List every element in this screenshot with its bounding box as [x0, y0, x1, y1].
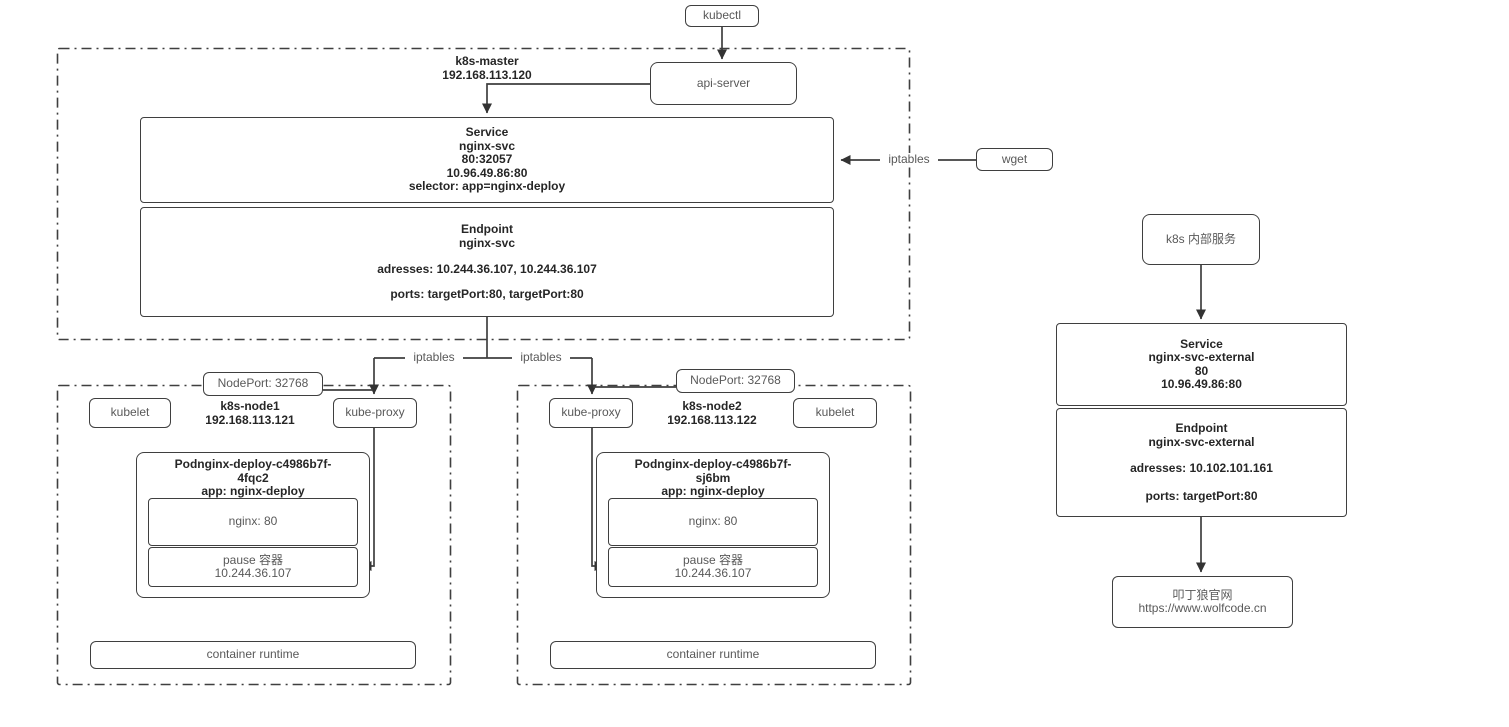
endpoint-title: Endpoint: [461, 222, 513, 236]
node2-name: k8s-node2: [682, 399, 742, 413]
endpoint-addresses: adresses: 10.244.36.107, 10.244.36.107: [377, 262, 597, 276]
endpoint-name: nginx-svc: [458, 235, 515, 250]
external-endpoint-name: nginx-svc-external: [1148, 434, 1255, 449]
node2-ip: 192.168.113.122: [667, 412, 757, 427]
api-server-box: api-server: [650, 62, 797, 105]
node1-kubelet-label: kubelet: [110, 405, 150, 420]
iptables-wget-label: iptables: [880, 152, 938, 167]
node2-pod-title-line2: sj6bm: [695, 470, 731, 485]
iptables-node2-label: iptables: [512, 350, 570, 365]
website-name: 叩丁狼官网: [1172, 587, 1233, 602]
service-port: 80:32057: [461, 152, 513, 167]
node2-pod-app-label: app: nginx-deploy: [661, 484, 765, 498]
node1-pod-title: Podnginx-deploy-c4986b7f- 4fqc2 app: ngi…: [141, 457, 365, 499]
node2-container-runtime-label: container runtime: [666, 647, 760, 662]
node1-pod-title-line2: 4fqc2: [237, 470, 269, 485]
website-box: 叩丁狼官网 https://www.wolfcode.cn: [1112, 576, 1293, 628]
iptables-node1-label: iptables: [405, 350, 463, 365]
external-endpoint-box: Endpoint nginx-svc-external adresses: 10…: [1056, 408, 1347, 517]
external-service-cluster-ip: 10.96.49.86:80: [1161, 377, 1242, 391]
node2-nginx-container-label: nginx: 80: [688, 514, 738, 529]
kubectl-box: kubectl: [685, 5, 759, 27]
node2-kubelet-box: kubelet: [793, 398, 877, 428]
node1-name: k8s-node1: [220, 399, 280, 413]
node2-header: k8s-node2 192.168.113.122: [612, 399, 812, 427]
node2-kube-proxy-label: kube-proxy: [561, 405, 621, 420]
node1-pause-ip: 10.244.36.107: [214, 566, 292, 580]
service-name: nginx-svc: [458, 138, 515, 153]
master-name: k8s-master: [455, 54, 519, 68]
website-url: https://www.wolfcode.cn: [1138, 601, 1267, 615]
service-box: Service nginx-svc 80:32057 10.96.49.86:8…: [140, 117, 834, 203]
kubectl-label: kubectl: [702, 8, 742, 23]
external-service-title: Service: [1180, 336, 1223, 351]
wget-label: wget: [1001, 151, 1028, 166]
node2-pause-container-box: pause 容器 10.244.36.107: [608, 547, 818, 587]
external-service-name: nginx-svc-external: [1148, 350, 1255, 364]
internal-service-entry-box: k8s 内部服务: [1142, 214, 1260, 265]
node2-kubelet-label: kubelet: [815, 405, 855, 420]
node2-dashed-border: [516, 384, 912, 686]
node1-nginx-container-box: nginx: 80: [148, 498, 358, 546]
node2-nginx-container-box: nginx: 80: [608, 498, 818, 546]
node1-pause-container-box: pause 容器 10.244.36.107: [148, 547, 358, 587]
node2-nodeport-box: NodePort: 32768: [676, 369, 795, 393]
external-endpoint-title: Endpoint: [1175, 421, 1228, 435]
wget-box: wget: [976, 148, 1053, 171]
master-ip: 192.168.113.120: [442, 67, 532, 82]
node2-pod-title-line1: Podnginx-deploy-c4986b7f-: [634, 457, 792, 471]
node1-ip: 192.168.113.121: [205, 412, 295, 427]
node1-pod-app-label: app: nginx-deploy: [201, 484, 305, 498]
service-title: Service: [465, 125, 509, 140]
external-service-port: 80: [1194, 363, 1209, 378]
arrow-apiserver-to-service: [482, 83, 650, 114]
node1-pod-title-line1: Podnginx-deploy-c4986b7f-: [174, 457, 332, 471]
node1-container-runtime-label: container runtime: [206, 647, 300, 662]
node1-kube-proxy-label: kube-proxy: [345, 405, 405, 420]
service-selector: selector: app=nginx-deploy: [408, 179, 566, 194]
node2-container-runtime-box: container runtime: [550, 641, 876, 669]
node1-pause-container-label: pause 容器: [222, 552, 284, 567]
external-endpoint-ports: ports: targetPort:80: [1145, 488, 1258, 503]
node2-nodeport-label: NodePort: 32768: [690, 373, 781, 388]
node2-kube-proxy-box: kube-proxy: [549, 398, 633, 428]
node2-pod-title: Podnginx-deploy-c4986b7f- sj6bm app: ngi…: [601, 457, 825, 499]
node1-nodeport-label: NodePort: 32768: [217, 376, 309, 391]
internal-service-entry-label: k8s 内部服务: [1165, 231, 1236, 246]
master-header: k8s-master 192.168.113.120: [387, 54, 587, 82]
node1-kube-proxy-box: kube-proxy: [333, 398, 417, 428]
endpoint-ports: ports: targetPort:80, targetPort:80: [390, 286, 584, 301]
node1-dashed-border: [56, 384, 452, 686]
node1-header: k8s-node1 192.168.113.121: [150, 399, 350, 427]
endpoint-box: Endpoint nginx-svc adresses: 10.244.36.1…: [140, 207, 834, 317]
node2-pause-container-label: pause 容器: [682, 552, 744, 567]
node1-container-runtime-box: container runtime: [90, 641, 416, 669]
external-endpoint-addresses: adresses: 10.102.101.161: [1130, 461, 1273, 475]
node1-nodeport-box: NodePort: 32768: [203, 372, 323, 396]
api-server-label: api-server: [696, 75, 751, 90]
external-service-box: Service nginx-svc-external 80 10.96.49.8…: [1056, 323, 1347, 406]
node1-kubelet-box: kubelet: [89, 398, 171, 428]
master-dashed-border: [56, 47, 911, 341]
node2-pause-ip: 10.244.36.107: [674, 566, 752, 580]
service-cluster-ip: 10.96.49.86:80: [446, 165, 528, 180]
node1-nginx-container-label: nginx: 80: [228, 514, 278, 529]
